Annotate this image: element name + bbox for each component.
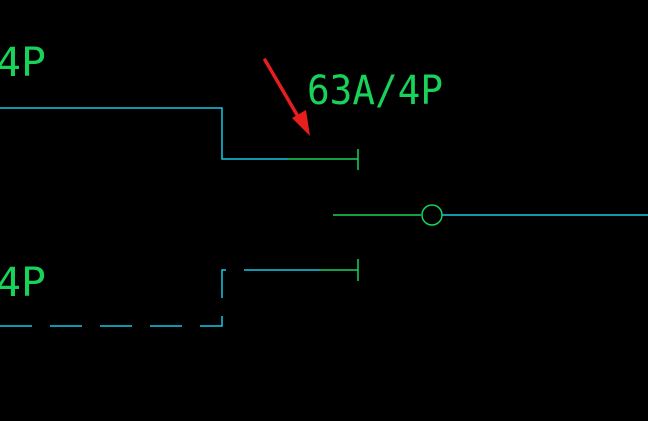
- switch-pivot-circle-icon: [421, 204, 443, 226]
- red-arrow-icon: [263, 58, 310, 136]
- lower-pole-label: 4P: [0, 260, 46, 306]
- lower-feeder-wire: [0, 269, 275, 327]
- upper-feeder-wire: [0, 107, 288, 160]
- breaker-rating-label: 63A/4P: [307, 68, 443, 114]
- upper-pole-label: 4P: [0, 40, 46, 86]
